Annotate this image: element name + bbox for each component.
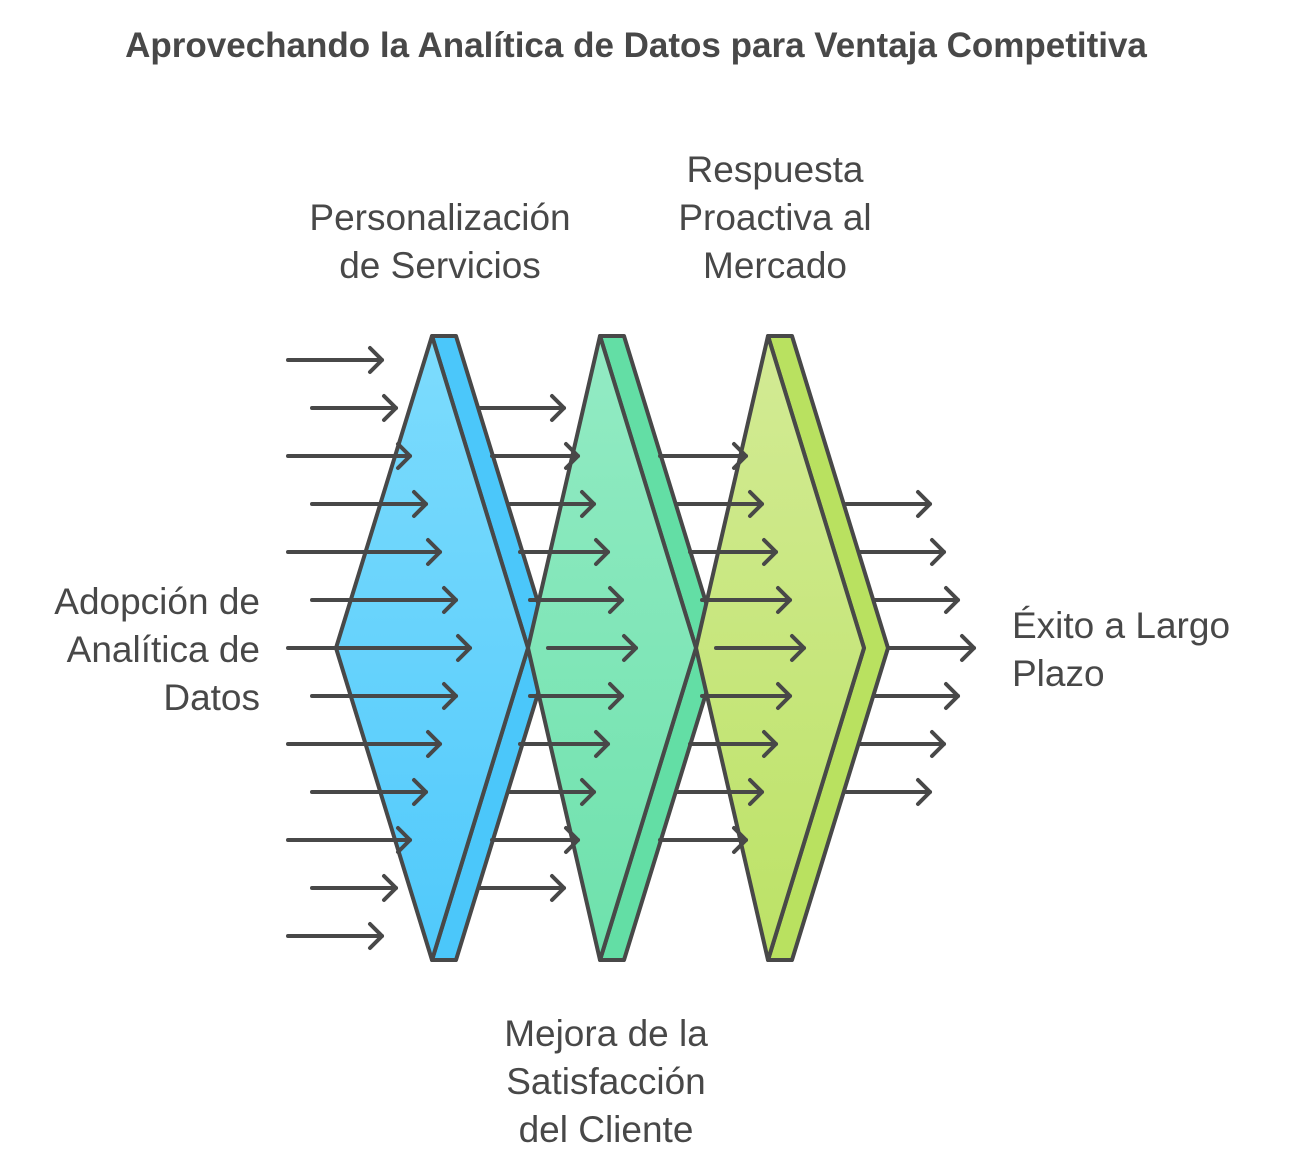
stage3-label-line: Mercado — [703, 245, 847, 286]
stage2-arrow — [658, 826, 748, 854]
stage1-arrow — [508, 490, 596, 518]
output-arrow — [844, 490, 932, 518]
stage2-arrow — [688, 538, 778, 566]
input-label-line: Datos — [163, 677, 260, 718]
output-arrows — [844, 490, 976, 806]
stage2-arrow — [658, 442, 748, 470]
input-arrow — [286, 826, 412, 854]
output-arrow — [872, 682, 960, 710]
stage1-arrow — [546, 634, 638, 662]
output-arrow — [886, 634, 976, 662]
stage2-arrow — [688, 730, 778, 758]
stage1-arrow — [478, 394, 566, 422]
output-arrow — [844, 778, 932, 806]
stage1-arrow — [528, 586, 624, 614]
input-arrow — [310, 490, 428, 518]
stage2-label-line: Mejora de la — [504, 1013, 708, 1054]
input-arrow — [310, 682, 458, 710]
stage2-label-line: del Cliente — [518, 1109, 694, 1150]
stage1-arrow — [490, 442, 580, 470]
input-label: Adopción de Analítica de Datos — [20, 578, 260, 722]
diagram-title: Aprovechando la Analítica de Datos para … — [125, 26, 1147, 65]
input-label-line: Analítica de — [66, 629, 260, 670]
stage1-arrow — [508, 778, 596, 806]
stage2-arrow — [700, 586, 792, 614]
input-arrow — [310, 586, 458, 614]
stage1-label-line: de Servicios — [339, 245, 541, 286]
stage2-arrow — [674, 490, 764, 518]
stage2-label-line: Satisfacción — [506, 1061, 706, 1102]
input-arrow — [286, 730, 442, 758]
output-label-line: Plazo — [1012, 653, 1105, 694]
stage1-label: Personalización de Servicios — [290, 194, 590, 290]
stage1-label-line: Personalización — [309, 197, 571, 238]
output-label-line: Éxito a Largo — [1012, 605, 1231, 646]
stage2-arrow — [674, 778, 764, 806]
stage3-label-line: Respuesta — [686, 149, 864, 190]
input-label-line: Adopción de — [54, 581, 260, 622]
stage1-arrow — [518, 730, 610, 758]
stage1-arrow — [490, 826, 580, 854]
output-label: Éxito a Largo Plazo — [1012, 602, 1282, 698]
input-arrow — [310, 874, 398, 902]
stage2-arrow — [700, 682, 792, 710]
input-arrow — [310, 778, 428, 806]
stage3-label: Respuesta Proactiva al Mercado — [640, 146, 910, 290]
input-arrow — [286, 634, 472, 662]
output-arrow — [858, 730, 946, 758]
input-arrow — [286, 346, 384, 374]
stage1-arrow — [478, 874, 566, 902]
output-arrow — [858, 538, 946, 566]
stage3-label-line: Proactiva al — [678, 197, 872, 238]
input-arrow — [310, 394, 398, 422]
output-arrow — [872, 586, 960, 614]
stage1-arrow — [528, 682, 624, 710]
stage1-arrow — [518, 538, 610, 566]
pass-through-arrows — [286, 346, 806, 950]
input-arrow — [286, 442, 412, 470]
input-arrow — [286, 538, 442, 566]
stage2-arrow — [714, 634, 806, 662]
input-arrow — [286, 922, 384, 950]
stage2-label: Mejora de la Satisfacción del Cliente — [470, 1010, 742, 1154]
